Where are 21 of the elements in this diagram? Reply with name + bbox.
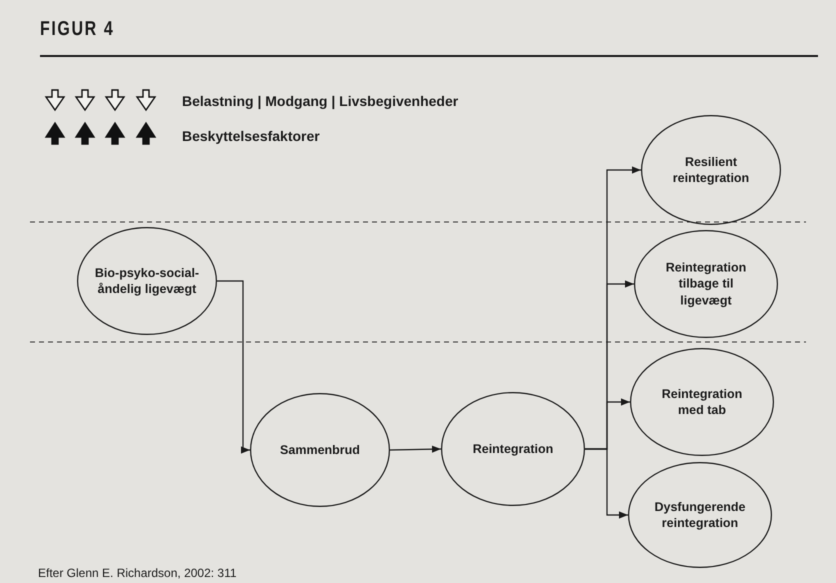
ellipse-node <box>634 230 778 338</box>
node-label: Reintegration <box>472 440 554 458</box>
node-label: Dysfungerende reintegration <box>654 498 746 532</box>
node-label: Bio-psyko-social-åndelig ligevægt <box>94 264 200 298</box>
node-label: Reintegration tilbage til ligevægt <box>664 260 748 308</box>
source-caption: Efter Glenn E. Richardson, 2002: 311 <box>38 566 237 580</box>
ellipse-node <box>250 393 390 507</box>
legend-text: Belastning | Modgang | Livsbegivenheder <box>182 93 458 109</box>
legend-text: Beskyttelsesfaktorer <box>182 128 320 144</box>
figure-title: FIGUR 4 <box>40 18 114 41</box>
arrow <box>217 280 250 454</box>
ellipse-node <box>77 227 217 335</box>
node-label: Sammenbrud <box>279 442 361 458</box>
arrow <box>585 448 628 519</box>
ellipse-node <box>628 462 772 568</box>
ellipse-node <box>630 348 774 456</box>
arrow <box>390 446 442 453</box>
node-label: Reintegration med tab <box>660 386 744 418</box>
node-label: Resilient reintegration <box>672 154 750 186</box>
ellipse-node <box>441 392 585 506</box>
ellipse-node <box>641 115 781 225</box>
